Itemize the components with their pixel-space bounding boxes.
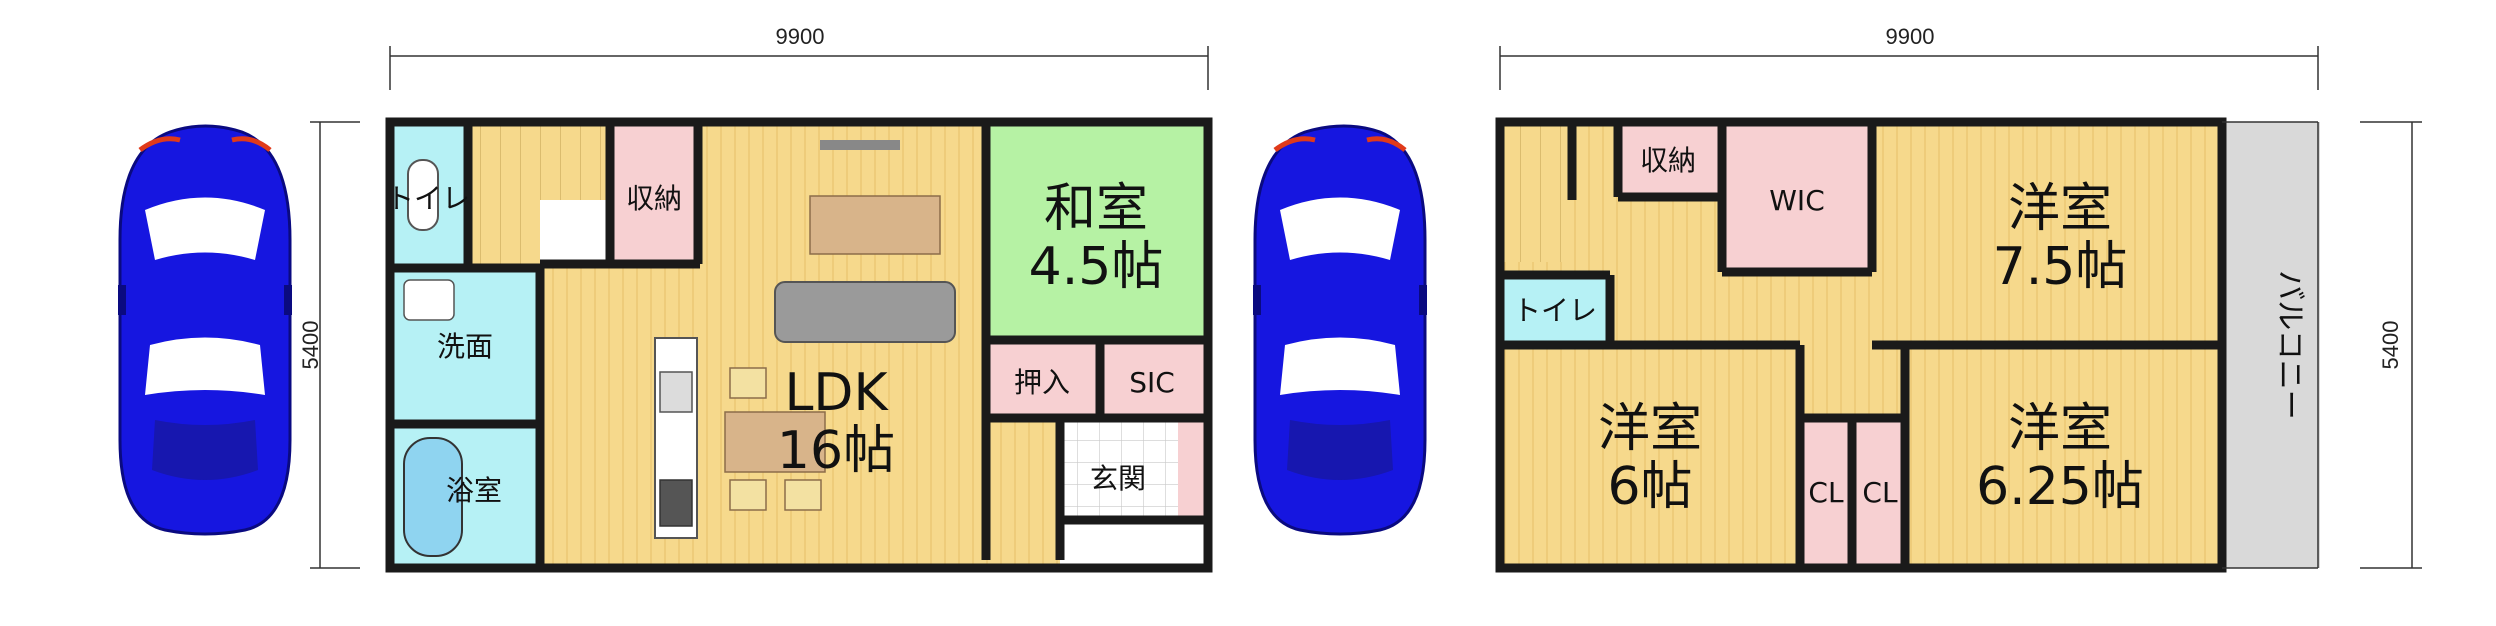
oshiire-area — [986, 340, 1096, 418]
washitsu-name-label: 和室 — [1044, 179, 1148, 239]
genkan-area — [1060, 418, 1178, 518]
floor1-toilet-label: トイレ — [386, 182, 470, 215]
floor1-walls — [385, 117, 1213, 573]
floor1-furniture — [403, 140, 956, 557]
washitsu-area — [986, 122, 1208, 340]
floor2-labels: 収納 WIC トイレ 洋室 7.5帖 洋室 6帖 洋室 6.25帖 CL CL … — [1513, 144, 2307, 517]
balcony-area — [2222, 122, 2320, 568]
bed3-name-label: 洋室 — [2008, 399, 2112, 459]
wic-label: WIC — [1769, 184, 1825, 217]
dining-table — [724, 411, 826, 473]
floor1-labels: トイレ 収納 洗面 浴室 LDK 16帖 和室 4.5帖 押入 SIC 玄関 — [386, 179, 1175, 507]
bed3-size-label: 6.25帖 — [1976, 457, 2144, 517]
bed2-name-label: 洋室 — [1598, 399, 1702, 459]
floor2-walls — [1495, 117, 2319, 573]
sic-area — [1100, 340, 1208, 418]
wic-area — [1722, 122, 1872, 272]
storage-area — [610, 122, 698, 264]
floor1-dim-side-label: 5400 — [298, 321, 323, 370]
floor2-stair-area — [1500, 122, 1572, 262]
bath-label: 浴室 — [446, 474, 502, 507]
floor2-storage-label: 収納 — [1640, 144, 1696, 177]
stove-icon — [659, 479, 693, 527]
genkan-label: 玄関 — [1090, 462, 1146, 495]
car-left — [118, 124, 292, 536]
sink-icon — [659, 371, 693, 413]
wash-basin-icon — [403, 279, 455, 321]
floor2-dimension-side: 5400 — [2360, 121, 2422, 569]
bed1-name-label: 洋室 — [2008, 179, 2112, 239]
cl1-label: CL — [1808, 476, 1844, 509]
floor1-dim-top-label: 9900 — [776, 24, 825, 49]
dining-table-top — [809, 195, 941, 255]
floor2-toilet-label: トイレ — [1513, 294, 1597, 327]
balcony-label: バルコニー — [2272, 270, 2307, 419]
floor2-storage-area — [1618, 122, 1718, 197]
cl1-area — [1800, 418, 1850, 568]
floor2-dim-top-label: 9900 — [1886, 24, 1935, 49]
floor1-storage-label: 収納 — [626, 182, 682, 215]
floor1-dimension-top: 9900 — [389, 24, 1209, 90]
washroom-label: 洗面 — [437, 330, 493, 363]
sofa — [774, 281, 956, 343]
washitsu-size-label: 4.5帖 — [1029, 237, 1164, 297]
ldk-size-label: 16帖 — [777, 421, 895, 481]
car-right — [1253, 124, 1427, 536]
cl2-area — [1855, 418, 1905, 568]
floor2-dimension-top: 9900 — [1499, 24, 2319, 90]
oshiire-label: 押入 — [1014, 366, 1070, 399]
bed1-size-label: 7.5帖 — [1993, 237, 2128, 297]
bathtub-icon — [403, 437, 463, 557]
sic-label: SIC — [1129, 366, 1175, 399]
bed2-size-label: 6帖 — [1607, 457, 1692, 517]
ldk-name-label: LDK — [784, 363, 889, 423]
cl2-label: CL — [1862, 476, 1898, 509]
floor2-toilet-area — [1500, 275, 1610, 345]
floor2-dim-side-label: 5400 — [2378, 321, 2403, 370]
floor1-dimension-side: 5400 — [298, 121, 360, 569]
toilet-icon — [407, 159, 439, 231]
